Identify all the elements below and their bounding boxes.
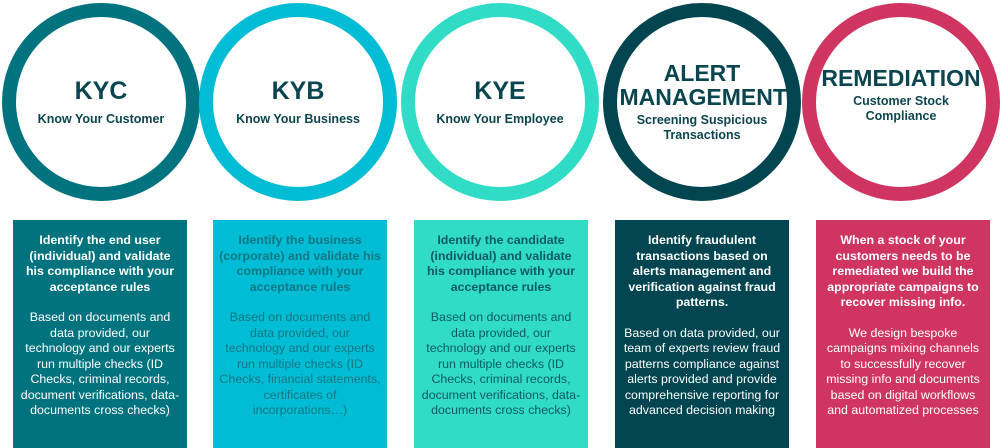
kyc-description-box: Identify the end user (individual) and v… <box>13 220 187 448</box>
kye-heading: Identify the candidate (individual) and … <box>426 233 576 294</box>
remediation-circle: REMEDIATION Customer Stock Compliance <box>802 3 1000 201</box>
kyb-description-box: Identify the business (corporate) and va… <box>213 220 387 448</box>
kyb-title: KYB <box>271 76 325 105</box>
kyc-subtitle: Know Your Customer <box>37 111 165 126</box>
alert-management-description-box: Identify fraudulent transactions based o… <box>615 220 789 448</box>
kyc-title: KYC <box>74 76 128 105</box>
kyb-heading: Identify the business (corporate) and va… <box>219 233 381 294</box>
kyb-body: Based on documents and data provided, ou… <box>219 310 381 417</box>
alert-management-subtitle: Screening Suspicious Transactions <box>636 113 768 142</box>
kyc-heading: Identify the end user (individual) and v… <box>25 233 175 294</box>
remediation-title: REMEDIATION <box>821 65 981 91</box>
alert-management-title: ALERT MANAGEMENT <box>619 60 787 110</box>
kye-subtitle: Know Your Employee <box>436 111 564 126</box>
kye-title: KYE <box>474 76 526 105</box>
kyb-subtitle: Know Your Business <box>236 111 360 126</box>
kye-body: Based on documents and data provided, ou… <box>421 310 581 417</box>
remediation-body: We design bespoke campaigns mixing chann… <box>826 325 980 418</box>
kyc-circle: KYC Know Your Customer <box>2 3 200 201</box>
kyb-circle: KYB Know Your Business <box>199 3 397 201</box>
kye-description-box: Identify the candidate (individual) and … <box>414 220 588 448</box>
kyc-body: Based on documents and data provided, ou… <box>20 310 180 417</box>
remediation-heading: When a stock of your customers needs to … <box>827 233 979 309</box>
alert-management-circle: ALERT MANAGEMENT Screening Suspicious Tr… <box>603 3 801 201</box>
alert-management-body: Based on data provided, our team of expe… <box>623 325 781 418</box>
alert-management-heading: Identify fraudulent transactions based o… <box>628 233 776 309</box>
kye-circle: KYE Know Your Employee <box>401 3 599 201</box>
remediation-description-box: When a stock of your customers needs to … <box>816 220 990 448</box>
remediation-subtitle: Customer Stock Compliance <box>853 94 949 123</box>
